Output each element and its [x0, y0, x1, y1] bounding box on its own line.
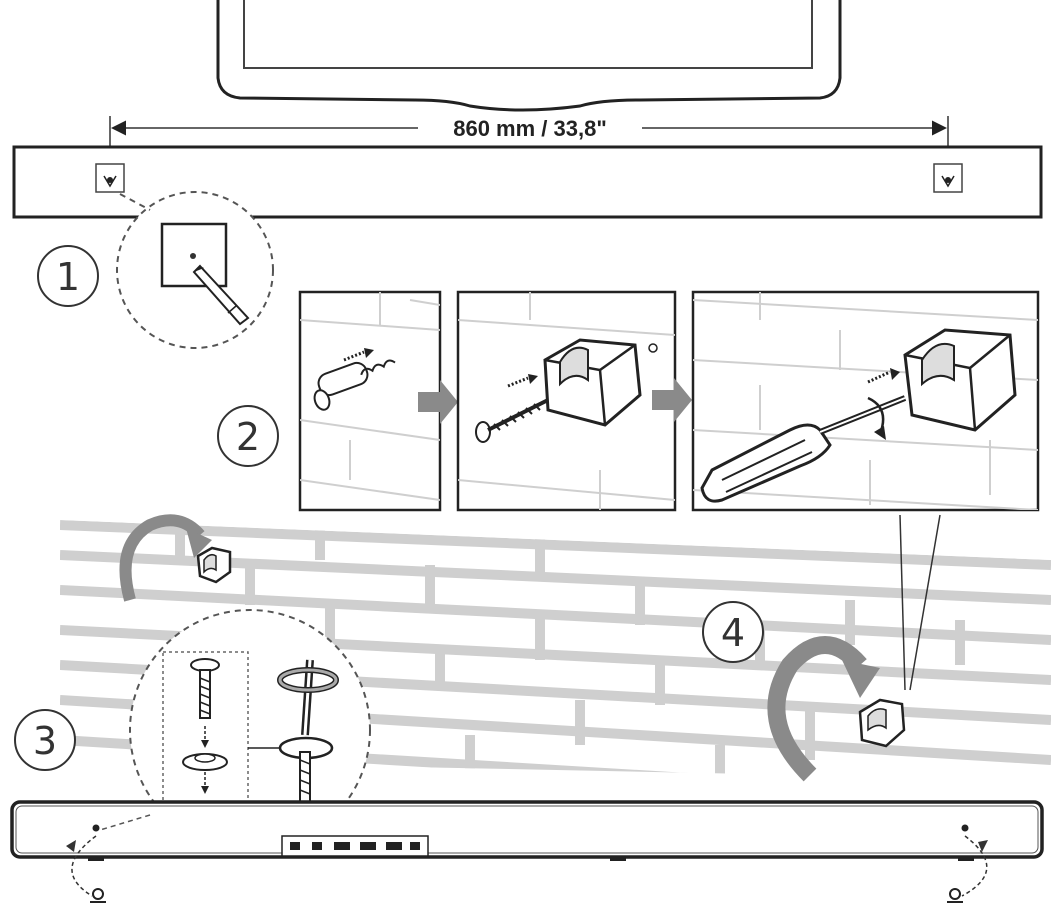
step-4-number: 4	[721, 611, 745, 655]
step-2-badge	[217, 405, 279, 467]
panel-screw-bracket	[456, 290, 677, 512]
gray-arrow-2	[652, 378, 692, 422]
screwdriver-icon	[700, 395, 907, 503]
bottom-screw-right	[947, 835, 988, 903]
step-4-badge	[702, 601, 764, 663]
step-2-group: 2	[217, 290, 1040, 691]
rotate-arrow-icon	[867, 368, 900, 440]
brick-wall	[60, 520, 1051, 780]
screw-icon	[475, 374, 549, 443]
step-1-number: 1	[56, 255, 80, 299]
panel-anchor-insert	[298, 290, 442, 512]
washer-icon	[182, 753, 228, 794]
step-1-group: 1	[37, 191, 274, 349]
step-3-badge	[14, 709, 76, 771]
bracket-icon-small	[858, 698, 906, 748]
step-2-number: 2	[236, 415, 260, 459]
pencil-icon	[192, 264, 250, 326]
soundbar	[10, 800, 1044, 861]
step-3-number: 3	[33, 719, 57, 763]
step-3-group: 3	[14, 609, 371, 851]
left-bracket-rotate	[119, 514, 232, 602]
dimension-line: 860 mm / 33,8"	[109, 116, 949, 176]
gray-arrow-1	[418, 380, 458, 424]
rotate-arrow-large	[767, 636, 880, 782]
screw-in-washer	[277, 659, 339, 803]
input-panel	[281, 835, 429, 857]
step-1-badge	[37, 245, 99, 307]
tv-outline	[216, 0, 842, 112]
bottom-screw-left	[66, 835, 106, 903]
step-4-group: 4	[702, 601, 906, 782]
bracket-icon-mounted	[903, 328, 1017, 432]
wall-anchor-icon	[313, 348, 396, 411]
screw-icon-vertical	[190, 658, 220, 748]
dimension-label: 860 mm / 33,8"	[453, 116, 607, 141]
panel-screwdriver	[691, 290, 1040, 512]
bracket-icon	[543, 338, 658, 427]
